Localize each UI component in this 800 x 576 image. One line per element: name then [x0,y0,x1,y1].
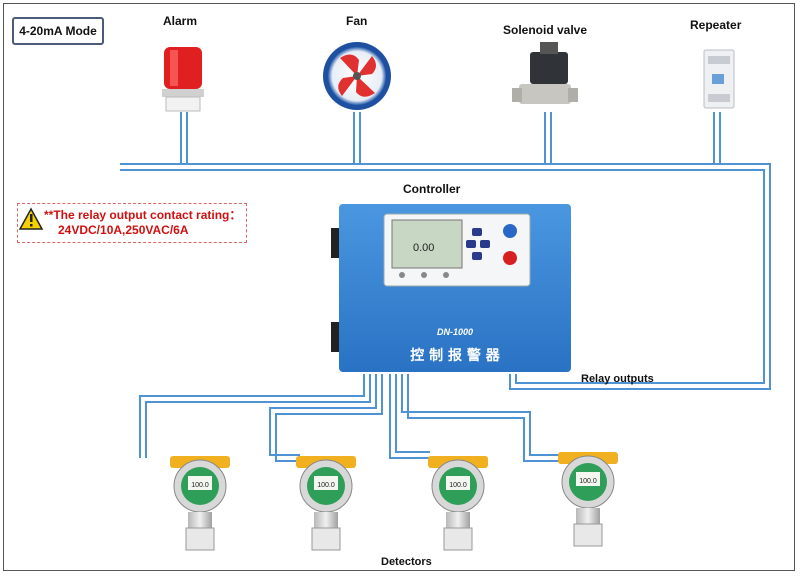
alarm-label: Alarm [163,14,198,28]
controller-model: DN-1000 [437,327,473,337]
note-prefix: ** [44,208,54,222]
solenoid-valve-icon [512,42,578,104]
controller-screen-value: 0.00 [413,242,434,254]
detector-icon-3 [428,456,488,551]
detector-reading: 100.0 [191,482,209,489]
detector-icon-1 [170,456,230,551]
solenoid-valve-label: Solenoid valve [503,23,588,37]
fan-icon [323,42,391,110]
controller-title: Controller [403,182,461,196]
note-line1-text: The relay output contact rating： [53,208,242,222]
detector-bus [139,374,560,462]
relay-outputs-label: Relay outputs [581,373,654,385]
detector-icon-2 [296,456,356,551]
relay-rating-line2: 24VDC/10A,250VAC/6A [58,223,189,237]
detector-reading: 100.0 [317,482,335,489]
repeater-icon [703,49,735,109]
controller-icon [331,204,571,372]
mode-label: 4-20mA Mode [12,17,104,45]
fan-label: Fan [346,14,368,28]
detector-reading: 100.0 [579,478,597,485]
alarm-icon [162,47,204,112]
detector-reading: 100.0 [449,482,467,489]
controller-chinese-label: 控 制 报 警 器 [410,347,500,364]
detectors-label: Detectors [381,556,432,568]
repeater-label: Repeater [690,18,742,32]
relay-rating-note [17,203,247,243]
relay-rating-line1: **The relay output contact rating： [44,206,241,223]
warning-icon [18,207,44,230]
detector-icon-4 [558,452,618,547]
diagram-frame [3,3,795,571]
top-bus [120,112,771,390]
